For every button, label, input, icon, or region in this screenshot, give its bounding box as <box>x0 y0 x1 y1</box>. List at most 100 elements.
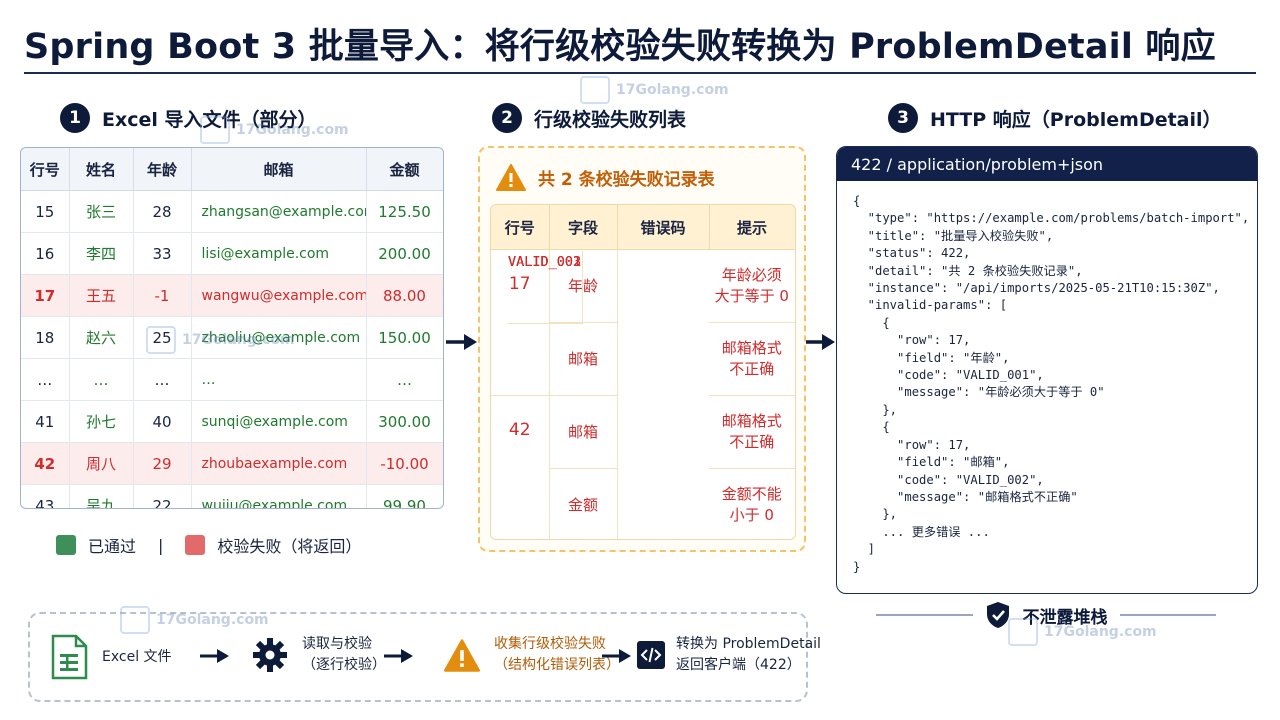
column-header: 行号 <box>21 148 70 191</box>
fail-swatch <box>185 535 206 555</box>
legend-fail-label: 校验失败（将返回） <box>217 537 362 556</box>
age-cell: -1 <box>133 274 192 317</box>
column-header: 行号 <box>491 205 550 250</box>
email-cell: zhaoliu@example.com <box>191 316 367 359</box>
json-line: ] <box>853 542 876 557</box>
legend-separator: | <box>158 535 164 555</box>
flow-label: 收集行级校验失败（结构化错误列表） <box>494 634 620 676</box>
age-cell: … <box>133 358 192 401</box>
age-cell: 22 <box>133 484 192 508</box>
flow-label-line: 读取与校验 <box>302 636 372 652</box>
flow-step-validate: 读取与校验（逐行校验） <box>252 634 386 676</box>
section-label: Excel 导入文件（部分） <box>102 108 317 131</box>
arrow-right-icon <box>602 649 631 663</box>
row-number: … <box>21 358 70 401</box>
email-cell: zhangsan@example.com <box>191 190 367 233</box>
arrow-right-icon <box>446 334 477 350</box>
amount-cell: 99.90 <box>366 484 443 508</box>
watermark-text: 17Golang.com <box>616 82 729 98</box>
error-hint: 邮箱格式不正确 <box>709 395 795 469</box>
error-field: 邮箱 <box>549 395 618 469</box>
code-icon <box>637 641 665 669</box>
column-header: 邮箱 <box>191 148 367 191</box>
section-header-excel: 1 Excel 导入文件（部分） <box>60 103 317 133</box>
spreadsheet-file-icon <box>51 634 88 680</box>
process-flow: Excel 文件 读取与校验（逐行校验） 收集行级校验失败（结构化错误列表） <box>28 612 821 702</box>
error-field: 金额 <box>549 468 618 539</box>
json-line: "instance": "/api/imports/2025-05-21T10:… <box>853 281 1220 296</box>
json-line: "invalid-params": [ <box>853 298 1008 313</box>
email-cell: wangwu@example.com <box>191 274 367 317</box>
name-cell: 李四 <box>69 232 134 275</box>
flow-label: Excel 文件 <box>102 648 172 665</box>
arrow-right-icon <box>804 334 835 350</box>
age-cell: 40 <box>133 400 192 443</box>
row-number: 41 <box>21 400 70 443</box>
warning-icon <box>496 164 526 191</box>
http-response-panel: 422 / application/problem+json { "type":… <box>836 146 1258 594</box>
flow-label: 读取与校验（逐行校验） <box>302 634 386 676</box>
flow-label-line: 返回客户端（422） <box>676 657 801 673</box>
email-cell: sunqi@example.com <box>191 400 367 443</box>
arrow-right-icon <box>384 649 413 663</box>
json-line: "status": 422, <box>853 246 971 261</box>
json-line: { <box>853 420 890 435</box>
name-cell: 王五 <box>69 274 134 317</box>
step-number-badge: 3 <box>888 103 918 133</box>
section-header-errors: 2 行级校验失败列表 <box>492 103 686 133</box>
amount-cell: 88.00 <box>366 274 443 317</box>
hint-line: 大于等于 0 <box>714 287 789 305</box>
error-row-number: 42 <box>491 395 550 539</box>
name-cell: … <box>69 358 134 401</box>
name-cell: 吴九 <box>69 484 134 508</box>
pass-swatch <box>56 535 76 555</box>
error-hint: 金额不能小于 0 <box>709 468 795 539</box>
response-json: { "type": "https://example.com/problems/… <box>853 193 1249 576</box>
json-line: } <box>853 559 861 574</box>
flow-step-collect: 收集行级校验失败（结构化错误列表） <box>444 634 620 676</box>
json-line: "message": "年龄必须大于等于 0" <box>853 385 1105 400</box>
column-header: 错误码 <box>617 205 710 250</box>
response-header: 422 / application/problem+json <box>837 147 1257 181</box>
amount-cell: 125.50 <box>366 190 443 233</box>
safe-label: 不泄露堆栈 <box>1022 607 1108 628</box>
errors-table: 行号 字段 错误码 提示 17 年龄 VALID_001 年龄必须大于等于 0 … <box>490 204 796 540</box>
hint-line: 小于 0 <box>729 506 774 524</box>
hint-line: 年龄必须 <box>721 266 782 284</box>
json-line: { <box>853 315 890 330</box>
table-row: 金额 VALID_003 金额不能小于 0 <box>491 251 795 539</box>
error-field: 邮箱 <box>549 322 618 396</box>
json-line: "title": "批量导入校验失败", <box>853 228 1054 243</box>
section-header-response: 3 HTTP 响应（ProblemDetail） <box>888 103 1222 133</box>
name-cell: 张三 <box>69 190 134 233</box>
email-cell: lisi@example.com <box>191 232 367 275</box>
error-hint: 年龄必须大于等于 0 <box>709 249 795 323</box>
email-cell: wujiu@example.com <box>191 484 367 508</box>
amount-cell: 300.00 <box>366 400 443 443</box>
divider <box>1119 614 1216 616</box>
step-number-badge: 1 <box>60 103 90 133</box>
shield-check-icon <box>986 602 1009 628</box>
flow-label-line: 收集行级校验失败 <box>494 636 606 652</box>
amount-cell: 150.00 <box>366 316 443 359</box>
age-cell: 25 <box>133 316 192 359</box>
row-number: 15 <box>21 190 70 233</box>
name-cell: 孙七 <box>69 400 134 443</box>
hint-line: 不正确 <box>729 433 775 451</box>
json-line: "row": 17, <box>853 333 971 348</box>
row-number: 16 <box>21 232 70 275</box>
column-header: 字段 <box>549 205 618 250</box>
json-line: "row": 17, <box>853 437 971 452</box>
amount-cell: 200.00 <box>366 232 443 275</box>
name-cell: 赵六 <box>69 316 134 359</box>
table-row: 17 年龄 VALID_001 年龄必须大于等于 0 <box>491 249 795 396</box>
json-line: "type": "https://example.com/problems/ba… <box>853 211 1250 226</box>
warning-icon <box>444 638 480 672</box>
age-cell: 33 <box>133 232 192 275</box>
json-line: }, <box>853 507 898 522</box>
